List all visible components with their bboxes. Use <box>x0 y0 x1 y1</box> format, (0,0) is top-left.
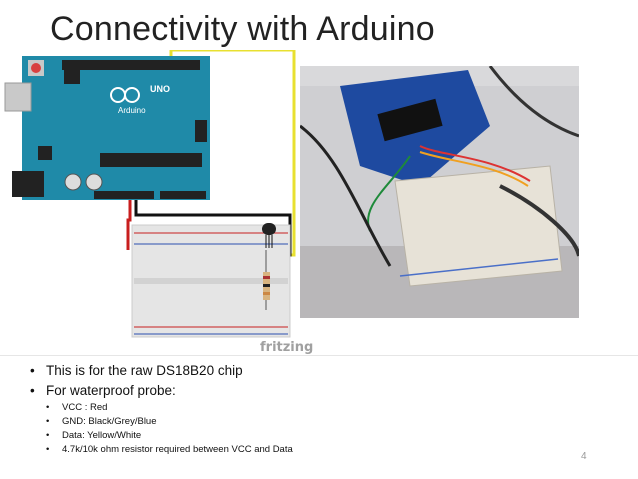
page-number: 4 <box>581 451 587 462</box>
board-brand-label: Arduino <box>118 106 146 115</box>
sub-bullet-item: GND: Black/Grey/Blue <box>34 415 293 429</box>
sub-bullet-container: VCC : Red GND: Black/Grey/Blue Data: Yel… <box>30 401 293 457</box>
fritzing-wiring-diagram: UNO Arduino <box>4 50 296 338</box>
slide-title: Connectivity with Arduino <box>50 10 435 48</box>
photo-probe-cable <box>499 184 579 257</box>
bullet-item: This is for the raw DS18B20 chip <box>30 361 293 381</box>
fritzing-logo: fritzing <box>260 340 314 355</box>
sub-bullet-item: VCC : Red <box>34 401 293 415</box>
vcc-wire-red <box>126 200 132 250</box>
board-model-label: UNO <box>150 84 170 94</box>
sub-bullet-item: 4.7k/10k ohm resistor required between V… <box>34 443 293 457</box>
bullet-list: This is for the raw DS18B20 chip For wat… <box>30 361 293 457</box>
bullet-item: For waterproof probe: <box>30 381 293 401</box>
sub-bullet-item: Data: Yellow/White <box>34 429 293 443</box>
divider <box>0 355 638 356</box>
photo-arduino-breadboard <box>300 66 579 318</box>
resistor <box>263 250 270 310</box>
arduino-uno-board: UNO Arduino <box>4 56 210 200</box>
sub-bullet-list: VCC : Red GND: Black/Grey/Blue Data: Yel… <box>34 401 293 457</box>
ds18b20-sensor <box>262 223 276 248</box>
